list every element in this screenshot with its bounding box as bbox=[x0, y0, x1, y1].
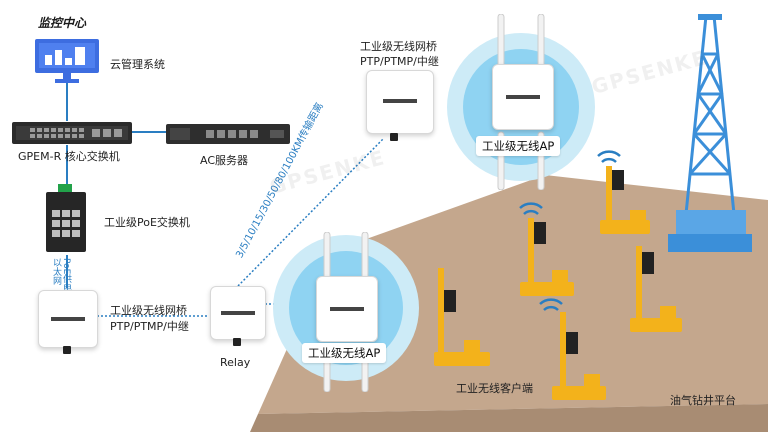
cloud-system-label: 云管理系统 bbox=[110, 58, 165, 71]
drill-machine-icon bbox=[539, 298, 606, 400]
drilling-rig-icon bbox=[668, 14, 752, 252]
platform-label: 油气钻井平台 bbox=[670, 394, 736, 407]
relay-label: Relay bbox=[220, 356, 251, 369]
poe-power-label: PoE供电 bbox=[61, 258, 71, 293]
core-switch-label: GPEM-R 核心交换机 bbox=[18, 150, 120, 163]
ethernet-label: 以太网 bbox=[51, 258, 61, 285]
drill-machine-icon bbox=[434, 268, 490, 366]
wireless-bridge-top-icon bbox=[366, 70, 434, 134]
bridge-top-label-1: 工业级无线网桥 bbox=[360, 40, 437, 53]
access-point-top-icon bbox=[492, 64, 554, 130]
ac-server-label: AC服务器 bbox=[200, 154, 249, 167]
switch-icon bbox=[12, 122, 132, 144]
ap-bottom-label: 工业级无线AP bbox=[302, 343, 387, 363]
monitor-icon bbox=[35, 39, 99, 83]
drill-machine-icon bbox=[630, 246, 682, 332]
ap-top-label: 工业级无线AP bbox=[476, 136, 561, 156]
drill-machine-icon bbox=[597, 150, 650, 234]
wireless-bridge-icon bbox=[38, 290, 98, 348]
relay-connector bbox=[233, 338, 241, 346]
client-label: 工业无线客户端 bbox=[456, 382, 533, 395]
bridge-left-label-1: 工业级无线网桥 bbox=[110, 304, 187, 317]
bridge-left-label-2: PTP/PTMP/中继 bbox=[110, 320, 189, 333]
monitor-center-label: 监控中心 bbox=[38, 16, 87, 30]
bridge-connector bbox=[63, 346, 71, 354]
bridge-top-label-2: PTP/PTMP/中继 bbox=[360, 55, 439, 68]
drill-machine-icon bbox=[519, 202, 574, 296]
relay-bridge-icon bbox=[210, 286, 266, 340]
access-point-bottom-icon bbox=[316, 276, 378, 342]
poe-switch-icon bbox=[46, 184, 86, 252]
poe-switch-label: 工业级PoE交换机 bbox=[104, 216, 190, 229]
server-icon bbox=[166, 124, 290, 144]
top-bridge-connector bbox=[390, 133, 398, 141]
